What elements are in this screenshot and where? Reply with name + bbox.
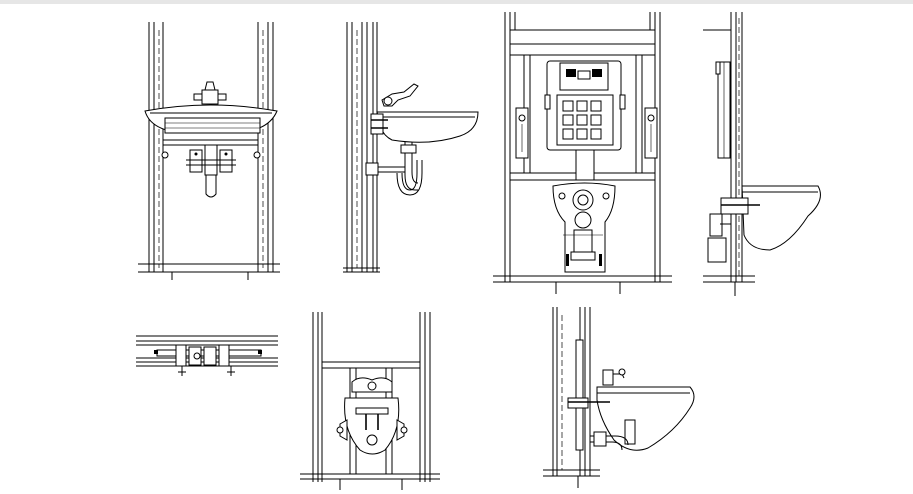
bidet-frame-front-elevation <box>300 312 440 490</box>
wc-frame-side-elevation <box>703 12 821 296</box>
washbasin-frame-plan <box>136 335 278 376</box>
top-border-strip <box>0 0 913 4</box>
washbasin-frame-front-elevation <box>138 22 280 280</box>
wc-frame-front-elevation <box>493 12 672 294</box>
washbasin-frame-side-elevation <box>343 22 479 273</box>
bidet-frame-side-elevation <box>543 307 695 488</box>
